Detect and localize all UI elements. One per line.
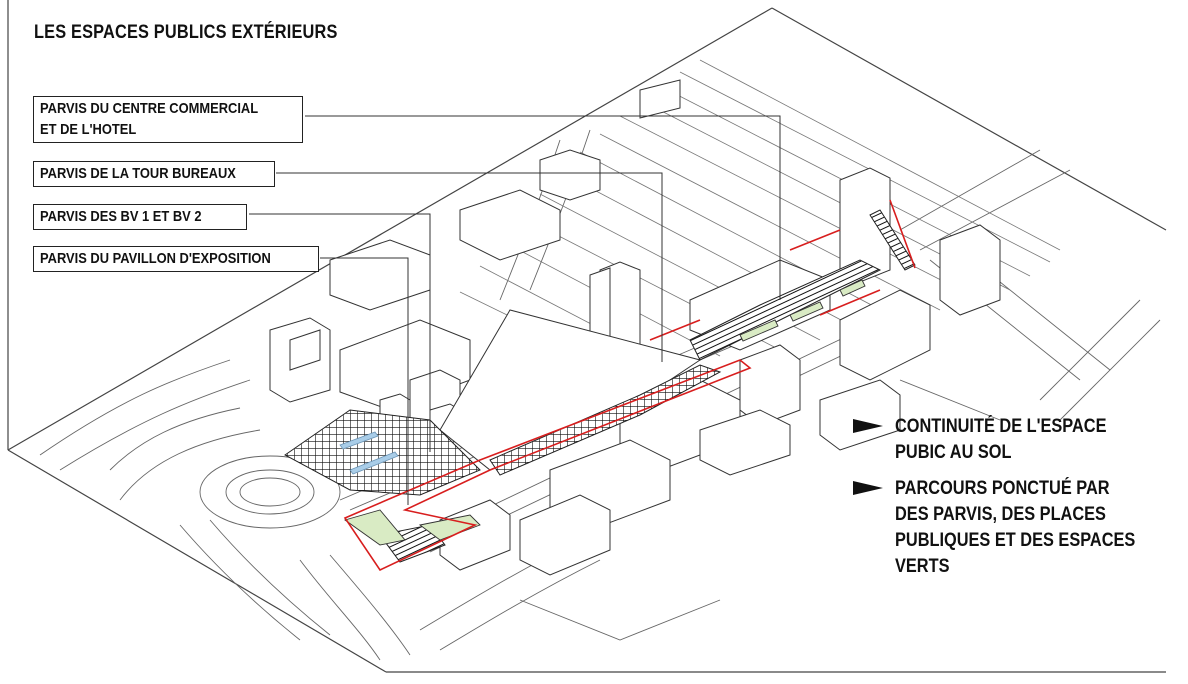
label-parvis-tour-bureaux: PARVIS DE LA TOUR BUREAUX — [33, 161, 275, 187]
arrow-right-icon — [853, 481, 883, 495]
legend-item: CONTINUITÉ DE L'ESPACE PUBIC AU SOL — [853, 414, 1188, 466]
legend-line: CONTINUITÉ DE L'ESPACE — [895, 416, 1107, 437]
arrow-right-icon — [853, 419, 883, 433]
legend-line: DES PARVIS, DES PLACES — [895, 504, 1106, 525]
legend-line: PARCOURS PONCTUÉ PAR — [895, 478, 1110, 499]
legend-item: PARCOURS PONCTUÉ PAR DES PARVIS, DES PLA… — [853, 476, 1188, 580]
public-route — [343, 199, 916, 572]
green-spaces — [343, 279, 866, 546]
label-parvis-pavillon: PARVIS DU PAVILLON D'EXPOSITION — [33, 246, 319, 272]
legend-line: VERTS — [895, 556, 950, 577]
label-line: PARVIS DU PAVILLON D'EXPOSITION — [40, 250, 271, 267]
water-features — [339, 431, 399, 475]
label-parvis-bv: PARVIS DES BV 1 ET BV 2 — [33, 204, 247, 230]
label-line: PARVIS DES BV 1 ET BV 2 — [40, 208, 202, 225]
leader-lines — [249, 115, 781, 505]
label-line: PARVIS DU CENTRE COMMERCIAL — [40, 100, 259, 117]
legend-line: PUBLIQUES ET DES ESPACES — [895, 530, 1136, 551]
page-title: LES ESPACES PUBLICS EXTÉRIEURS — [34, 22, 338, 43]
label-line: ET DE L'HOTEL — [40, 121, 137, 138]
legend: CONTINUITÉ DE L'ESPACE PUBIC AU SOL PARC… — [853, 414, 1188, 590]
frame — [7, 0, 1167, 673]
legend-line: PUBIC AU SOL — [895, 442, 1012, 463]
label-parvis-centre-commercial: PARVIS DU CENTRE COMMERCIAL ET DE L'HOTE… — [33, 96, 303, 143]
label-line: PARVIS DE LA TOUR BUREAUX — [40, 165, 236, 182]
